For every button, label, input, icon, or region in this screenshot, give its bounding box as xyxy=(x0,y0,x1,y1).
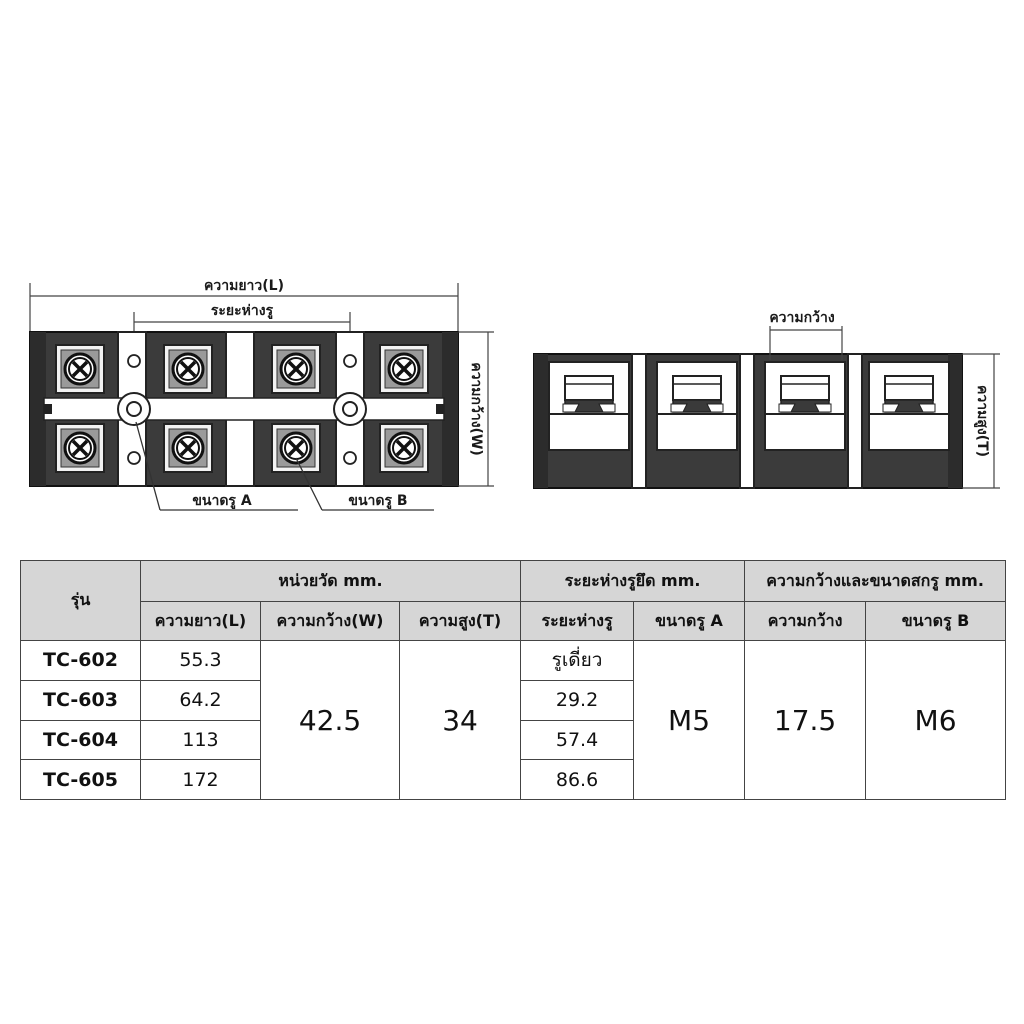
col-header-hole-a: ขนาดรู A xyxy=(633,601,746,641)
model-cell: TC-602 xyxy=(20,640,141,681)
spec-table: รุ่น หน่วยวัด mm. ระยะห่างรูยึด mm. ความ… xyxy=(20,560,1007,800)
width-cell: 42.5 xyxy=(260,640,400,800)
hole-spacing-label: ระยะห่างรู xyxy=(211,303,274,319)
top-view: ความยาว(L) ระยะห่างรู xyxy=(29,278,494,511)
model-cell: TC-603 xyxy=(20,679,141,721)
hole-spacing-cell: รูเดี่ยว xyxy=(520,640,635,681)
width-label: ความกว้าง(W) xyxy=(468,362,484,456)
table-row: TC-605 172 86.6 xyxy=(20,759,1006,800)
hole-b-cell: M6 xyxy=(865,640,1007,800)
hole-a-cell: M5 xyxy=(633,640,746,800)
height-label: ความสูง(T) xyxy=(974,385,990,457)
col-header-height: ความสูง(T) xyxy=(398,601,522,641)
col-header-length: ความยาว(L) xyxy=(140,601,261,641)
col-header-hole-b: ขนาดรู B xyxy=(865,601,1007,641)
hole-spacing-cell: 57.4 xyxy=(520,719,635,761)
hole-a-label: ขนาดรู A xyxy=(192,493,251,509)
group-header-screw: ความกว้างและขนาดสกรู mm. xyxy=(744,560,1007,602)
group-header-dimensions: หน่วยวัด mm. xyxy=(139,560,522,602)
length-cell: 55.3 xyxy=(140,640,261,681)
dimension-diagram: ความยาว(L) ระยะห่างรู xyxy=(29,278,1000,511)
table-row: TC-603 64.2 29.2 xyxy=(20,679,1006,721)
col-header-terminal-width: ความกว้าง xyxy=(744,601,867,641)
length-cell: 113 xyxy=(140,719,261,761)
hole-spacing-cell: 29.2 xyxy=(520,679,635,721)
length-cell: 64.2 xyxy=(140,679,261,721)
side-view: ความกว้าง ความสูง(T) xyxy=(533,310,1000,489)
mounting-holes xyxy=(117,392,367,426)
length-label: ความยาว(L) xyxy=(204,278,284,294)
hole-b-label: ขนาดรู B xyxy=(348,493,407,509)
model-header: รุ่น xyxy=(20,560,141,641)
col-header-hole-spacing: ระยะห่างรู xyxy=(520,601,635,641)
col-header-width: ความกว้าง(W) xyxy=(260,601,400,641)
group-header-mounting: ระยะห่างรูยึด mm. xyxy=(520,560,746,602)
height-cell: 34 xyxy=(398,640,522,800)
mounting-bar xyxy=(43,397,445,421)
length-cell: 172 xyxy=(140,759,261,800)
table-row: TC-604 113 57.4 xyxy=(20,719,1006,761)
terminal-width-cell: 17.5 xyxy=(744,640,867,800)
model-cell: TC-604 xyxy=(20,719,141,761)
terminal-width-label: ความกว้าง xyxy=(769,310,835,326)
table-row: TC-602 55.3 42.5 34 รูเดี่ยว M5 17.5 M6 xyxy=(20,640,1007,800)
hole-spacing-cell: 86.6 xyxy=(520,759,635,800)
model-cell: TC-605 xyxy=(20,759,141,800)
